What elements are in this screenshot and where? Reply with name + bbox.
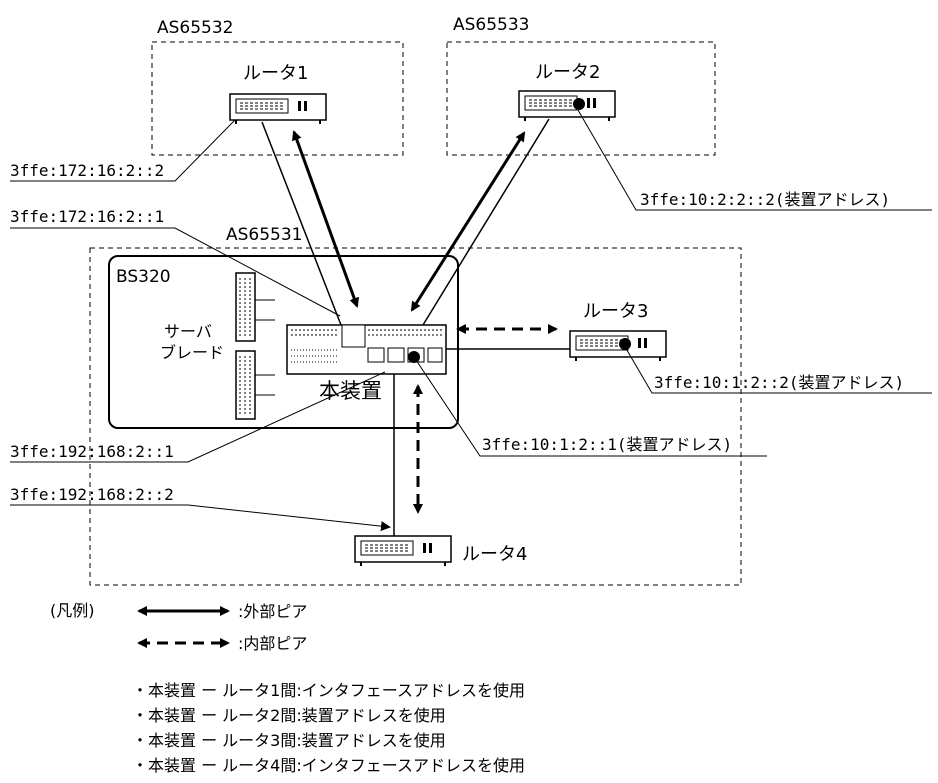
router3 xyxy=(569,330,667,362)
legend-external-label: :外部ピア xyxy=(238,602,307,621)
address-r2-device: 3ffe:10:2:2::2(装置アドレス) xyxy=(640,190,890,209)
address-local-r1: 3ffe:172:16:2::1 xyxy=(10,207,164,226)
as65532-label: AS65532 xyxy=(157,18,234,38)
bs320-label: BS320 xyxy=(116,267,171,287)
router4-label: ルータ4 xyxy=(462,544,527,565)
as65531-label: AS65531 xyxy=(226,225,303,245)
note-router3: ・本装置 ー ルータ3間:装置アドレスを使用 xyxy=(132,731,446,750)
as65531-box xyxy=(89,247,742,586)
address-local-r4: 3ffe:192:168:2::1 xyxy=(10,442,174,461)
address-r4-peer: 3ffe:192:168:2::2 xyxy=(10,485,174,504)
router3-label: ルータ3 xyxy=(583,301,648,322)
legend-internal-label: :内部ピア xyxy=(238,634,307,653)
note-router2: ・本装置 ー ルータ2間:装置アドレスを使用 xyxy=(132,706,446,725)
callout-r4-peer: 3ffe:192:168:2::2 xyxy=(10,485,391,532)
bs320-box xyxy=(108,255,459,429)
server-blade-upper xyxy=(235,272,275,342)
as65532-box xyxy=(151,41,404,156)
external-peer-arrow-r2 xyxy=(410,131,526,312)
router2 xyxy=(518,90,616,122)
callout-r3-device: 3ffe:10:1:2::2(装置アドレス) xyxy=(623,344,932,394)
as65533-box xyxy=(446,41,716,156)
as65533-label: AS65533 xyxy=(453,15,530,35)
address-local-device: 3ffe:10:1:2::1(装置アドレス) xyxy=(482,435,732,454)
callout-r1-peer: 3ffe:172:16:2::2 xyxy=(10,119,236,182)
link-router2 xyxy=(422,118,550,326)
main-device xyxy=(286,324,447,375)
legend-title: (凡例) xyxy=(50,601,95,620)
router2-label: ルータ2 xyxy=(535,62,600,83)
external-peer-arrow-r1 xyxy=(292,130,359,308)
address-r3-device: 3ffe:10:1:2::2(装置アドレス) xyxy=(654,373,904,392)
callout-local-r1: 3ffe:172:16:2::1 xyxy=(10,207,341,317)
server-blade-lower xyxy=(235,350,275,420)
callout-local-r4: 3ffe:192:168:2::1 xyxy=(10,371,386,463)
callout-local-device: 3ffe:10:1:2::1(装置アドレス) xyxy=(413,356,767,457)
note-router4: ・本装置 ー ルータ4間:インタフェースアドレスを使用 xyxy=(132,756,525,775)
router1 xyxy=(229,93,327,125)
callout-r2-device: 3ffe:10:2:2::2(装置アドレス) xyxy=(577,109,932,211)
router4 xyxy=(354,535,452,567)
server-blade-label-line1: サーバ xyxy=(164,322,212,341)
main-device-label: 本装置 xyxy=(319,379,382,403)
note-router1: ・本装置 ー ルータ1間:インタフェースアドレスを使用 xyxy=(132,681,525,700)
router1-label: ルータ1 xyxy=(243,63,308,84)
address-r1-peer: 3ffe:172:16:2::2 xyxy=(10,161,164,180)
server-blade-label-line2: ブレード xyxy=(160,343,224,362)
